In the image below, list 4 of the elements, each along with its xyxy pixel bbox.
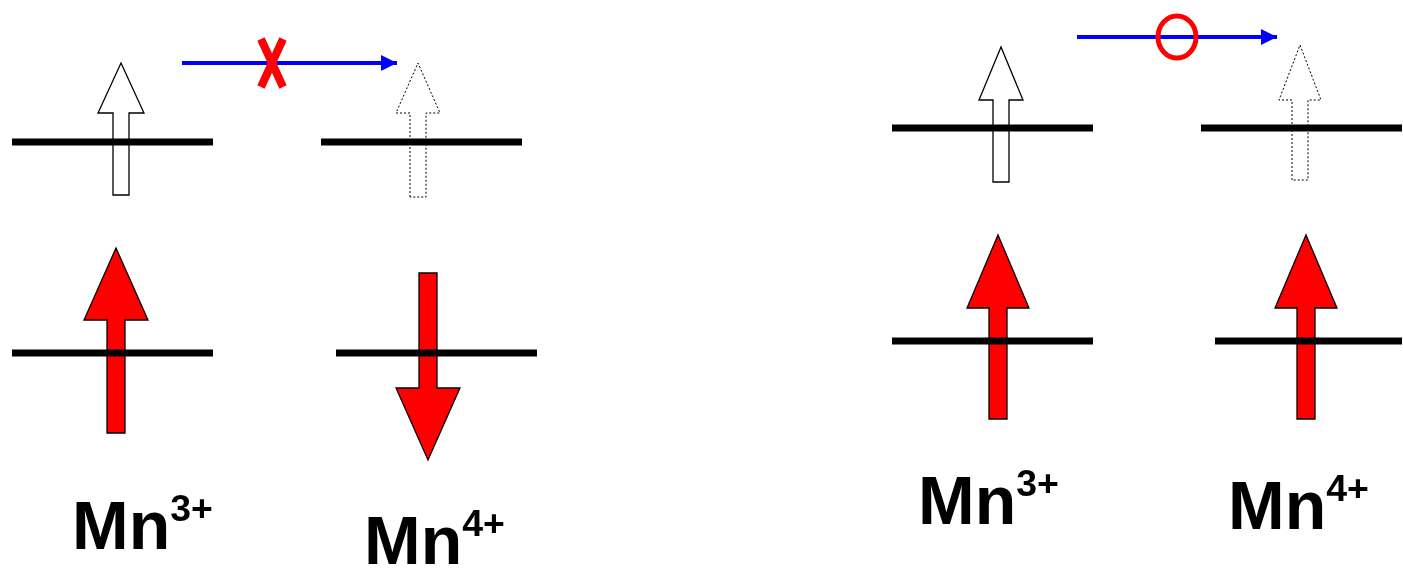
- ion-label: Mn$^{3+}$: [918, 465, 1059, 535]
- ion-label: Mn$^{3+}$: [72, 490, 213, 560]
- ion-label: Mn$^{4+}$: [364, 505, 505, 575]
- ion-label: Mn$^{4+}$: [1228, 470, 1369, 540]
